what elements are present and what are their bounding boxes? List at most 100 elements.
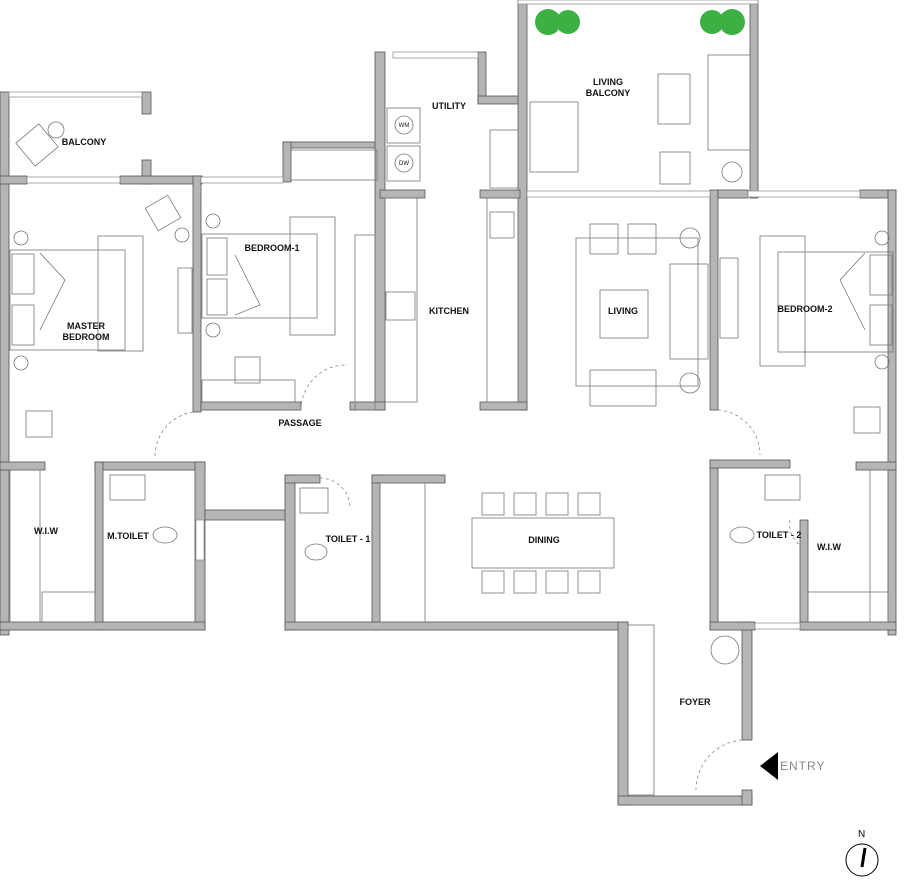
wall — [617, 795, 753, 806]
room-label-balcony: BALCONY — [61, 137, 107, 147]
toilet-bowl — [729, 526, 755, 544]
furniture-item — [11, 304, 35, 346]
window — [754, 622, 801, 630]
furniture-item — [25, 410, 53, 438]
furniture-item — [177, 267, 193, 334]
wall — [477, 51, 487, 103]
wall — [741, 789, 753, 806]
wall — [379, 189, 426, 199]
furniture-circle — [394, 115, 414, 135]
furniture-item — [386, 107, 421, 144]
furniture-item — [627, 223, 657, 255]
master-bedroom-line-2: BEDROOM — [62, 332, 110, 342]
furniture-item — [234, 356, 261, 384]
wall — [0, 175, 28, 185]
wall — [371, 474, 381, 631]
wall — [0, 91, 10, 636]
wall — [374, 51, 386, 411]
room-label-m-toilet: M.TOILET — [107, 531, 149, 541]
furniture-item — [853, 406, 881, 434]
furniture-item — [807, 591, 889, 623]
armchair — [144, 194, 182, 232]
wall — [709, 621, 756, 631]
room-label-foyer: FOYER — [679, 697, 711, 707]
furniture-item — [869, 254, 893, 296]
wall — [799, 621, 897, 631]
furniture-circle — [174, 227, 190, 243]
wall — [284, 474, 321, 484]
bed-blanket — [839, 252, 866, 331]
furniture-item — [41, 591, 96, 623]
furniture-item — [599, 289, 649, 339]
furniture-item — [9, 249, 126, 351]
furniture-circle — [47, 121, 65, 139]
room-label-living: LIVING — [607, 306, 639, 316]
north-arrow-icon — [845, 843, 879, 877]
dishwasher-label: DW — [399, 161, 409, 167]
furniture-circle — [205, 213, 221, 229]
furniture-item — [386, 145, 421, 182]
furniture-item — [385, 291, 416, 321]
wall — [94, 461, 206, 471]
furniture-item — [589, 223, 619, 255]
furniture-item — [657, 73, 691, 125]
furniture-item — [11, 253, 35, 295]
furniture-circle — [394, 153, 414, 173]
dining-chair — [481, 492, 505, 516]
furniture-item — [869, 469, 889, 623]
furniture-circle — [721, 161, 743, 183]
door-swing — [789, 519, 801, 546]
furniture-item — [489, 211, 515, 239]
wall — [0, 621, 206, 631]
furniture-item — [486, 197, 519, 403]
room-label-kitchen: KITCHEN — [429, 306, 469, 316]
furniture-item — [9, 469, 41, 623]
plant-icon — [556, 10, 580, 34]
window — [526, 190, 711, 198]
wall — [94, 461, 104, 631]
furniture-circle — [13, 355, 29, 371]
walls — [0, 0, 897, 806]
furniture-item — [201, 233, 318, 319]
door-swing — [695, 739, 743, 791]
furniture-item — [669, 263, 709, 360]
furniture-circle — [13, 230, 29, 246]
window — [26, 176, 121, 184]
room-label-bedroom-1: BEDROOM-1 — [244, 243, 300, 253]
furniture-item — [777, 251, 894, 353]
furniture-item — [384, 197, 418, 403]
living-balcony-line-2: BALCONY — [585, 88, 631, 98]
wall — [284, 474, 296, 631]
master-bedroom-line-1: MASTER — [67, 321, 105, 331]
living-balcony-line-1: LIVING — [592, 77, 623, 87]
furniture-item — [659, 151, 691, 185]
wall — [477, 95, 524, 105]
wall — [479, 189, 521, 199]
furniture-circle — [874, 230, 890, 246]
furniture-item — [575, 237, 699, 387]
dining-chair — [481, 570, 505, 594]
wall — [119, 175, 203, 185]
wall — [200, 401, 302, 411]
window — [392, 51, 479, 59]
window — [195, 519, 205, 561]
window — [200, 176, 284, 184]
room-label-toilet-1: TOILET - 1 — [325, 534, 371, 544]
room-label-wiw-left: W.I.W — [34, 526, 58, 536]
wall — [717, 189, 749, 199]
room-label-dining: DINING — [528, 535, 560, 545]
room-label-utility: UTILITY — [432, 101, 466, 111]
bed-blanket — [234, 254, 261, 316]
furniture-item — [354, 234, 376, 411]
furniture-item — [290, 149, 378, 181]
furniture-item — [764, 474, 801, 501]
wall — [617, 621, 629, 806]
plant-icon — [700, 10, 724, 34]
room-label-wiw-right: W.I.W — [817, 542, 841, 552]
entry-label: ENTRY — [780, 759, 826, 773]
windows — [8, 0, 861, 630]
furniture-item — [97, 235, 144, 352]
plants — [535, 9, 745, 35]
window — [747, 190, 861, 198]
